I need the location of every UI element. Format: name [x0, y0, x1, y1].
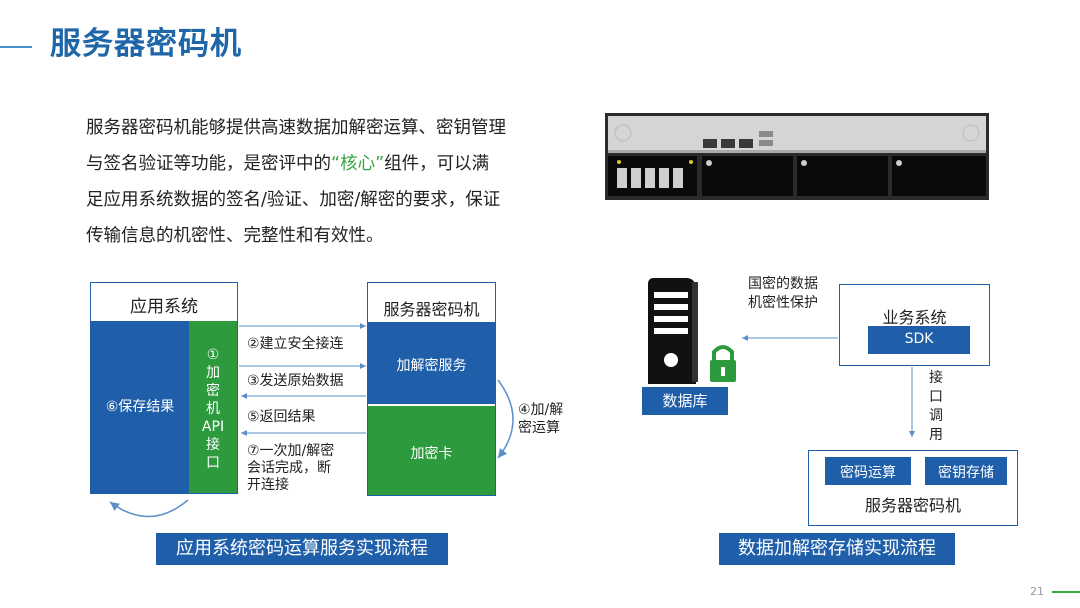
step5-label: ⑤返回结果	[247, 409, 316, 425]
save-result-label: ⑥保存结果	[105, 399, 175, 415]
page-accent-line	[1052, 591, 1080, 593]
hsm-right-label: 服务器密码机	[864, 496, 961, 515]
sdk-label: SDK	[904, 331, 934, 347]
server-hardware-image	[605, 113, 989, 200]
api-interface-block	[189, 321, 237, 493]
encdec-service-label: 加解密服务	[396, 358, 467, 374]
page-number: 21	[1030, 585, 1044, 598]
intro-line-3: 足应用系统数据的签名/验证、加密/解密的要求，保证	[86, 190, 501, 210]
database-label: 数据库	[642, 387, 728, 415]
encdec-service-block	[368, 322, 495, 404]
intro-line-4: 传输信息的机密性、完整性和有效性。	[86, 226, 384, 246]
crypto-card-block	[368, 406, 495, 495]
key-storage-label: 密钥存储	[938, 465, 994, 481]
intro-line-2: 与签名验证等功能，是密评中的“核心”组件，可以满	[86, 154, 490, 174]
business-system-label: 业务系统	[882, 308, 947, 327]
step3-label: ③发送原始数据	[247, 373, 344, 389]
right-caption: 数据加解密存储实现流程	[719, 533, 955, 565]
title-accent-line	[0, 46, 32, 48]
core-highlight: “核心”	[331, 154, 385, 174]
database-server-icon	[648, 278, 736, 384]
api-interface-label: ① 加 密 机 API 接 口	[201, 347, 225, 471]
protect-label: 国密的数据 机密性保护	[748, 276, 818, 311]
interface-call-label: 接 口 调 用	[929, 370, 943, 443]
save-result-block	[91, 321, 189, 493]
step2-label: ②建立安全接连	[247, 336, 344, 352]
arrow-step6	[109, 499, 189, 518]
sdk-block	[868, 326, 970, 354]
page-title: 服务器密码机	[50, 26, 242, 62]
crypto-op-block	[825, 457, 911, 485]
hsm-title: 服务器密码机	[383, 300, 480, 319]
crypto-op-label: 密码运算	[840, 465, 896, 481]
left-caption: 应用系统密码运算服务实现流程	[156, 533, 448, 565]
key-storage-block	[925, 457, 1007, 485]
app-system-label: 应用系统	[130, 297, 198, 317]
step4-label: ④加/解 密运算	[518, 402, 564, 436]
crypto-card-label: 加密卡	[410, 446, 453, 462]
intro-paragraph: 服务器密码机能够提供高速数据加解密运算、密钥管理 与签名验证等功能，是密评中的“…	[86, 110, 586, 254]
step7-label: ⑦一次加/解密 会话完成，断 开连接	[247, 443, 335, 493]
intro-line-1: 服务器密码机能够提供高速数据加解密运算、密钥管理	[86, 118, 506, 138]
arrow-step4	[497, 379, 514, 459]
